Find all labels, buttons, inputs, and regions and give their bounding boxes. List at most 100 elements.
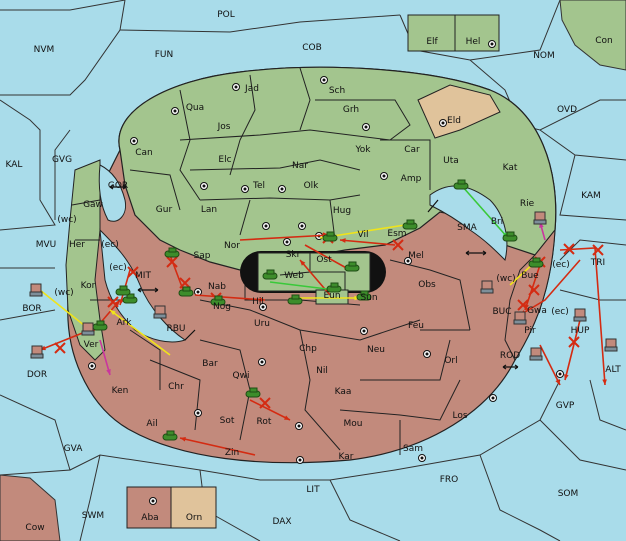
land-label-hil[interactable]: Hil — [252, 297, 264, 307]
sea-label-pol[interactable]: POL — [217, 10, 235, 20]
land-label-obs[interactable]: Obs — [418, 280, 436, 290]
sea-label-mit[interactable]: MIT — [135, 271, 151, 281]
land-label-kar[interactable]: Kar — [339, 452, 354, 462]
sea-label-fro[interactable]: FRO — [440, 475, 459, 485]
land-label-web[interactable]: Web — [284, 271, 304, 281]
army-unit-icon[interactable] — [528, 257, 544, 268]
sea-label-rbu[interactable]: RBU — [166, 324, 185, 334]
land-label-car[interactable]: Car — [404, 145, 420, 155]
sea-label-dax[interactable]: DAX — [272, 517, 291, 527]
sea-label-lit[interactable]: LIT — [306, 485, 320, 495]
land-label-bar[interactable]: Bar — [202, 359, 218, 369]
land-label-vil[interactable]: Vil — [358, 230, 369, 240]
sea-label-cob[interactable]: COB — [302, 43, 322, 53]
land-label-rot[interactable]: Rot — [257, 417, 272, 427]
land-label-uta[interactable]: Uta — [443, 156, 459, 166]
sea-label-kal[interactable]: KAL — [6, 160, 23, 170]
sea-label-dor[interactable]: DOR — [27, 370, 47, 380]
land-label-jad[interactable]: Jad — [244, 84, 259, 94]
land-label-amp[interactable]: Amp — [401, 174, 422, 184]
land-label-ark[interactable]: Ark — [116, 318, 132, 328]
land-label-eun[interactable]: Eun — [323, 291, 340, 301]
land-label-sun[interactable]: Sun — [360, 293, 377, 303]
sea-label-con[interactable]: Con — [595, 36, 613, 46]
sea-label-kam[interactable]: KAM — [581, 191, 601, 201]
land-label-chp[interactable]: Chp — [299, 344, 317, 354]
land-label-qwi[interactable]: Qwi — [233, 371, 250, 381]
army-unit-icon[interactable] — [262, 269, 278, 280]
land-label-eld[interactable]: Eld — [447, 116, 461, 126]
army-unit-icon[interactable] — [402, 219, 418, 230]
land-label-olk[interactable]: Olk — [304, 181, 320, 191]
land-label-rie[interactable]: Rie — [520, 199, 535, 209]
army-unit-icon[interactable] — [210, 295, 226, 306]
fleet-unit-icon[interactable] — [81, 322, 95, 336]
land-label-jos[interactable]: Jos — [217, 122, 231, 132]
land-label-nab[interactable]: Nab — [208, 282, 226, 292]
army-unit-icon[interactable] — [287, 294, 303, 305]
land-label-kat[interactable]: Kat — [503, 163, 518, 173]
land-label-gwa[interactable]: Gwa — [527, 306, 547, 316]
sea-label-alt[interactable]: ALT — [605, 365, 621, 375]
army-unit-icon[interactable] — [245, 387, 261, 398]
sea-label-gvp[interactable]: GVP — [556, 401, 575, 411]
army-unit-icon[interactable] — [178, 286, 194, 297]
sea-label-cow[interactable]: Cow — [25, 523, 44, 533]
army-unit-icon[interactable] — [122, 293, 138, 304]
land-label-feu[interactable]: Feu — [408, 321, 424, 331]
land-label-ail[interactable]: Ail — [146, 419, 157, 429]
sea-label-nom[interactable]: NOM — [533, 51, 555, 61]
sea-label-wc[interactable]: (wc) — [57, 215, 76, 225]
sea-label-bor[interactable]: BOR — [22, 304, 41, 314]
sea-label-swm[interactable]: SWM — [82, 511, 104, 521]
land-label-hel[interactable]: Hel — [466, 37, 481, 47]
land-label-ken[interactable]: Ken — [112, 386, 129, 396]
army-unit-icon[interactable] — [344, 261, 360, 272]
land-label-zin[interactable]: Zin — [225, 448, 239, 458]
sea-label-gva[interactable]: GVA — [64, 444, 84, 454]
army-unit-icon[interactable] — [453, 179, 469, 190]
fleet-unit-icon[interactable] — [529, 347, 543, 361]
land-label-nil[interactable]: Nil — [316, 366, 328, 376]
land-label-gaw[interactable]: Gaw — [83, 200, 103, 210]
land-label-mel[interactable]: Mel — [408, 251, 424, 261]
sea-label-gor[interactable]: GOR — [108, 181, 128, 191]
land-label-hup[interactable]: HUP — [571, 326, 590, 336]
land-label-gur[interactable]: Gur — [156, 205, 173, 215]
sea-label-ovd[interactable]: OVD — [557, 105, 577, 115]
sea-label-mvu[interactable]: MVU — [36, 240, 57, 250]
sea-label-buc[interactable]: BUC — [492, 307, 511, 317]
land-label-kor[interactable]: Kor — [81, 281, 96, 291]
land-label-grh[interactable]: Grh — [343, 105, 359, 115]
land-label-neu[interactable]: Neu — [367, 345, 385, 355]
sea-label-nvm[interactable]: NVM — [34, 45, 55, 55]
land-label-her[interactable]: Her — [69, 240, 85, 250]
fleet-unit-icon[interactable] — [153, 305, 167, 319]
land-label-elc[interactable]: Elc — [218, 155, 231, 165]
land-label-nor[interactable]: Nor — [224, 241, 240, 251]
fleet-unit-icon[interactable] — [29, 283, 43, 297]
land-label-can[interactable]: Can — [135, 148, 153, 158]
army-unit-icon[interactable] — [322, 231, 338, 242]
army-unit-icon[interactable] — [356, 290, 372, 301]
sea-label-gvg[interactable]: GVG — [52, 155, 72, 165]
land-label-hug[interactable]: Hug — [333, 206, 351, 216]
land-label-nar[interactable]: Nar — [292, 161, 308, 171]
land-label-sam[interactable]: Sam — [403, 444, 423, 454]
sea-label-fun[interactable]: FUN — [155, 50, 174, 60]
land-label-uru[interactable]: Uru — [254, 319, 270, 329]
land-label-tri[interactable]: TRI — [590, 258, 605, 268]
fleet-unit-icon[interactable] — [480, 280, 494, 294]
army-unit-icon[interactable] — [115, 285, 131, 296]
land-label-orn[interactable]: Orn — [186, 513, 202, 523]
land-label-tel[interactable]: Tel — [252, 181, 265, 191]
land-label-chr[interactable]: Chr — [168, 382, 184, 392]
land-label-sch[interactable]: Sch — [329, 86, 345, 96]
land-label-mou[interactable]: Mou — [344, 419, 363, 429]
land-label-ver[interactable]: Ver — [84, 340, 99, 350]
fleet-unit-icon[interactable] — [513, 311, 527, 325]
land-label-bri[interactable]: Bri — [491, 217, 503, 227]
land-label-bue[interactable]: Bue — [521, 271, 539, 281]
land-label-sap[interactable]: Sap — [194, 251, 211, 261]
land-label-esm[interactable]: Esm — [387, 229, 406, 239]
